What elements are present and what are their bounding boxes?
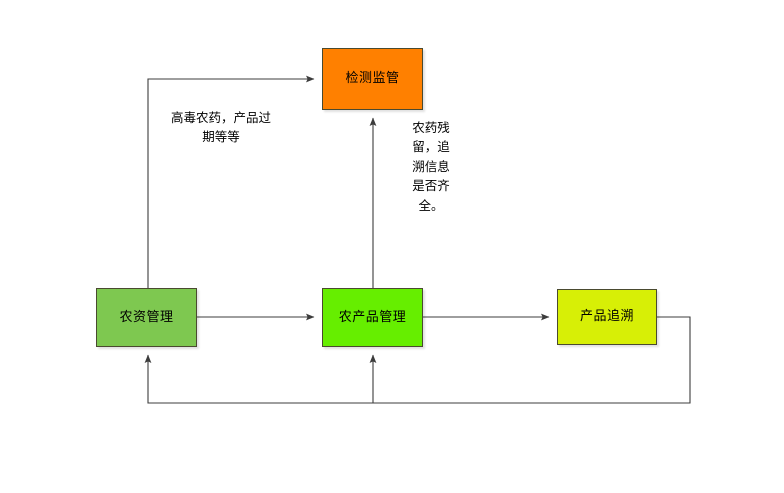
node-product-traceability[interactable]: 产品追溯 [557, 289, 657, 345]
node-agricultural-input-management-label: 农资管理 [119, 309, 174, 325]
node-detection-supervision[interactable]: 检测监管 [322, 48, 423, 110]
node-produce-management[interactable]: 农产品管理 [322, 288, 423, 347]
edge-feedback-to-agri-input [144, 354, 373, 404]
edge-label-high-toxicity-pesticide: 高毒农药，产品过 期等等 [170, 110, 271, 145]
edge-label-pesticide-residue: 农药残 留，追 溯信息 是否齐 全。 [412, 120, 450, 213]
node-agricultural-input-management[interactable]: 农资管理 [96, 288, 197, 347]
node-detection-supervision-label: 检测监管 [345, 71, 400, 87]
node-produce-management-label: 农产品管理 [338, 309, 407, 325]
node-product-traceability-label: 产品追溯 [579, 309, 634, 325]
